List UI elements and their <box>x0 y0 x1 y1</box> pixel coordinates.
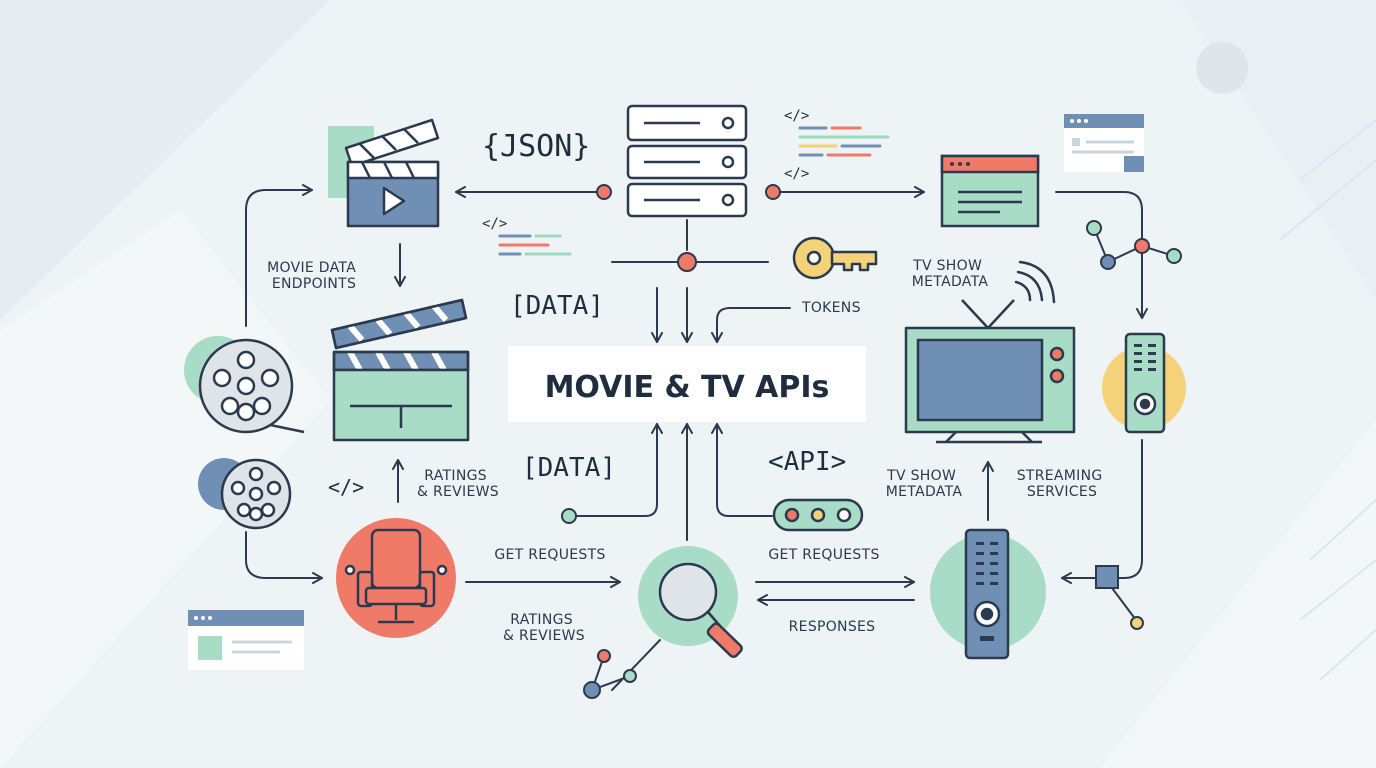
arrow-left-loop-down <box>245 531 323 584</box>
film-reel-icon <box>184 336 305 434</box>
code-tag: </> <box>784 166 809 182</box>
arrow-tokens-to-title <box>711 307 791 343</box>
responses-label: RESPONSES <box>789 619 876 635</box>
tv-icon <box>904 299 1076 444</box>
clapperboard-play-icon <box>328 118 440 228</box>
server-icon <box>626 104 748 218</box>
wifi-signal-icon <box>1014 260 1056 304</box>
labels: MOVIE DATA ENDPOINTS [DATA] TOKENS TV SH… <box>267 258 1108 644</box>
arrow-toggle-to-title <box>711 423 773 517</box>
tokens-label: TOKENS <box>801 300 861 316</box>
code-tag: </> <box>482 216 507 232</box>
clapperboard-icon <box>330 298 470 442</box>
movie-data-endpoints-label: MOVIE DATA ENDPOINTS <box>267 260 361 292</box>
arrow-left-loop-up <box>245 184 313 327</box>
code-snippet-top-right: </> </> <box>784 108 890 182</box>
get-requests-label-left: GET REQUESTS <box>494 547 605 563</box>
connectors <box>245 184 1148 691</box>
title-box: MOVIE & TV APIs <box>508 346 866 422</box>
arrow-browser-to-remote <box>1055 191 1148 319</box>
window-thumbnail-icon <box>1064 114 1144 172</box>
key-icon <box>792 236 878 280</box>
ratings-reviews-label-top: RATINGS & REVIEWS <box>417 468 499 500</box>
streaming-services-label: STREAMING SERVICES <box>1017 468 1108 500</box>
window-thumbnail-icon <box>188 610 304 670</box>
toggle-pill-icon <box>772 498 864 532</box>
arrow-right-loop-down <box>1061 439 1143 584</box>
get-requests-label-right: GET REQUESTS <box>768 547 879 563</box>
code-snippet-center-left: </> <box>482 216 572 256</box>
diagram-title: MOVIE & TV APIs <box>545 370 830 405</box>
remote-control-icon <box>930 528 1046 660</box>
magnifier-icon <box>638 546 743 659</box>
ratings-reviews-label-bottom: RATINGS & REVIEWS <box>503 612 585 644</box>
api-label: <API> <box>768 447 846 477</box>
data-label-bottom: [DATA] <box>522 453 616 483</box>
tv-show-metadata-label-bottom: TV SHOW METADATA <box>886 468 963 500</box>
network-graph-icon <box>1086 220 1182 270</box>
network-node-icon <box>1095 565 1144 630</box>
network-graph-icon <box>583 649 637 699</box>
remote-control-icon <box>1102 332 1186 434</box>
json-label: {JSON} <box>482 129 590 164</box>
film-reel-icon <box>198 458 292 530</box>
data-label-top: [DATA] <box>510 291 604 321</box>
cinema-chair-icon <box>336 518 456 638</box>
arrow-data-to-title <box>576 423 663 517</box>
code-tag: </> <box>784 108 809 124</box>
code-tag: </> <box>328 475 364 499</box>
tv-show-metadata-label-top: TV SHOW METADATA <box>912 258 989 290</box>
connector-dots <box>561 184 781 524</box>
browser-window-icon <box>940 154 1040 228</box>
